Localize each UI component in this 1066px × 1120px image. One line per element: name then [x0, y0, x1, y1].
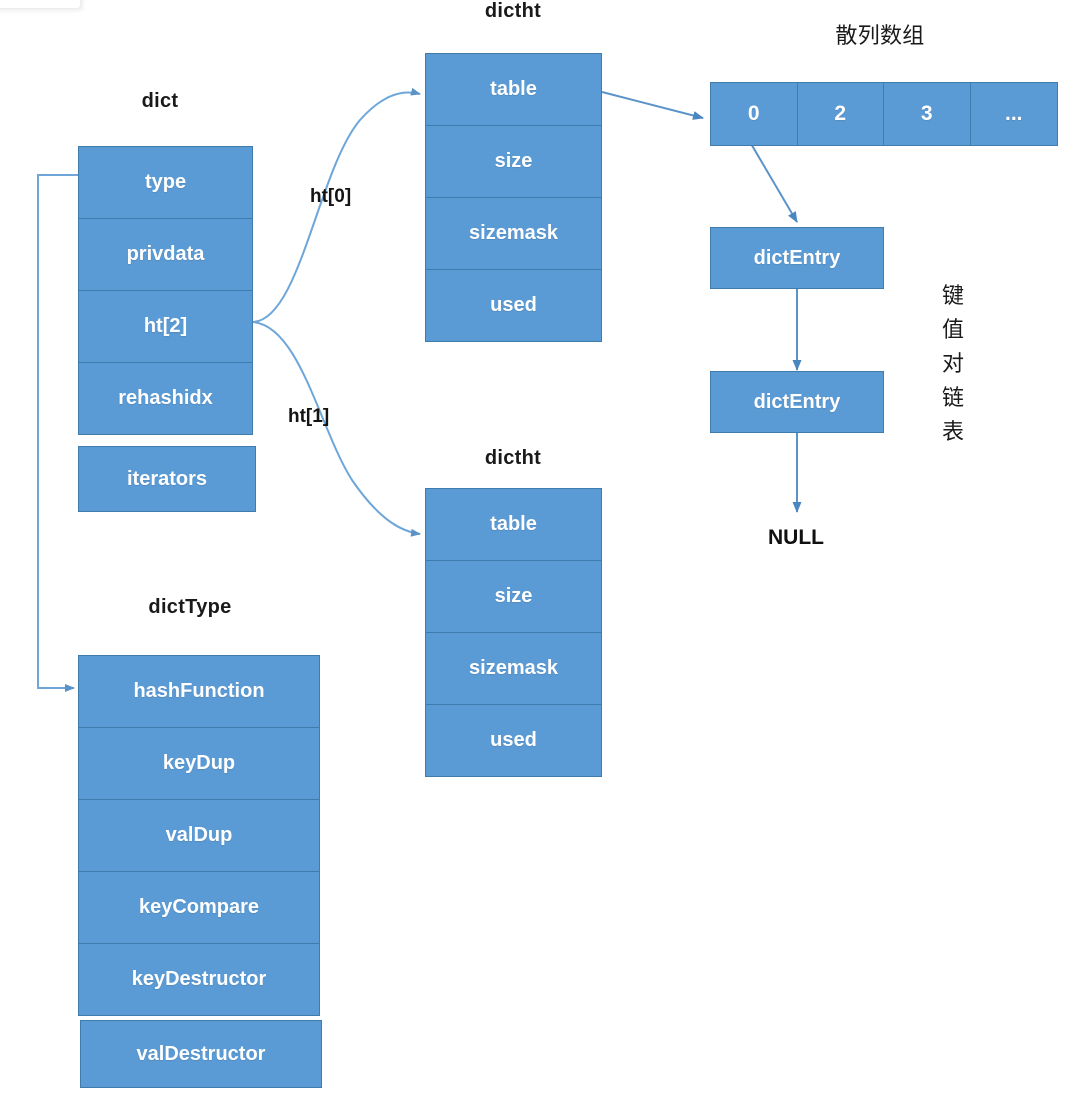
hash-array-cell-0[interactable]: 0: [711, 83, 798, 145]
dict-field-rehashidx[interactable]: rehashidx: [78, 362, 253, 435]
corner-card-edge: [0, 0, 81, 9]
connector-ht0: [252, 87, 421, 323]
chain-vertical-label: 键 值 对 链 表: [938, 280, 968, 450]
dictht-top-field-used[interactable]: used: [425, 269, 602, 342]
chain-char-0: 键: [941, 284, 964, 309]
title-dict: dict: [141, 90, 179, 112]
dictht-top-field-table[interactable]: table: [425, 53, 602, 126]
dictht-top-field-sizemask[interactable]: sizemask: [425, 197, 602, 270]
chain-char-4: 表: [941, 420, 964, 446]
hash-array-cell-2[interactable]: 3: [884, 83, 971, 145]
connector-bucket-to-entry: [749, 141, 798, 223]
title-dictht-bottom: dictht: [484, 447, 542, 469]
dictht-top-field-size[interactable]: size: [425, 125, 602, 198]
dicttype-field-valdestructor[interactable]: valDestructor: [80, 1020, 322, 1088]
edge-label-ht0: ht[0]: [310, 186, 352, 207]
title-dicttype: dictType: [148, 596, 232, 618]
dict-field-privdata[interactable]: privdata: [78, 218, 253, 291]
dicttype-field-hashfunction[interactable]: hashFunction: [78, 655, 320, 728]
dictht-bottom-field-size[interactable]: size: [425, 560, 602, 633]
hash-array: 0 2 3 ...: [710, 82, 1058, 146]
title-dictht-top: dictht: [484, 0, 542, 22]
dicttype-field-keydup[interactable]: keyDup: [78, 727, 320, 800]
edge-label-ht1: ht[1]: [288, 406, 330, 427]
struct-dictht-top: table size sizemask used: [425, 53, 602, 342]
dict-field-type[interactable]: type: [78, 146, 253, 219]
dict-entry-node-1[interactable]: dictEntry: [710, 227, 884, 289]
dicttype-field-keydestructor[interactable]: keyDestructor: [78, 943, 320, 1016]
hash-array-cell-3[interactable]: ...: [970, 83, 1057, 145]
dictht-bottom-field-used[interactable]: used: [425, 704, 602, 777]
dicttype-field-valdup[interactable]: valDup: [78, 799, 320, 872]
chain-char-3: 链: [941, 386, 964, 412]
connector-dict-to-dicttype: [37, 174, 78, 692]
hash-array-cell-1[interactable]: 2: [797, 83, 884, 145]
title-hash-array: 散列数组: [835, 24, 925, 49]
chain-char-2: 对: [941, 352, 964, 378]
dict-field-ht2[interactable]: ht[2]: [78, 290, 253, 363]
struct-dict: type privdata ht[2] rehashidx: [78, 146, 253, 435]
struct-dictht-bottom: table size sizemask used: [425, 488, 602, 777]
connector-table-to-hash-array: [601, 91, 704, 120]
dictht-bottom-field-sizemask[interactable]: sizemask: [425, 632, 602, 705]
chain-char-1: 值: [941, 318, 964, 344]
dicttype-field-keycompare[interactable]: keyCompare: [78, 871, 320, 944]
struct-dicttype: hashFunction keyDup valDup keyCompare ke…: [78, 655, 320, 1016]
dict-entry-node-2[interactable]: dictEntry: [710, 371, 884, 433]
dictht-bottom-field-table[interactable]: table: [425, 488, 602, 561]
null-label: NULL: [768, 526, 824, 549]
connector-ht1: [252, 321, 421, 537]
dict-field-iterators[interactable]: iterators: [78, 446, 256, 512]
